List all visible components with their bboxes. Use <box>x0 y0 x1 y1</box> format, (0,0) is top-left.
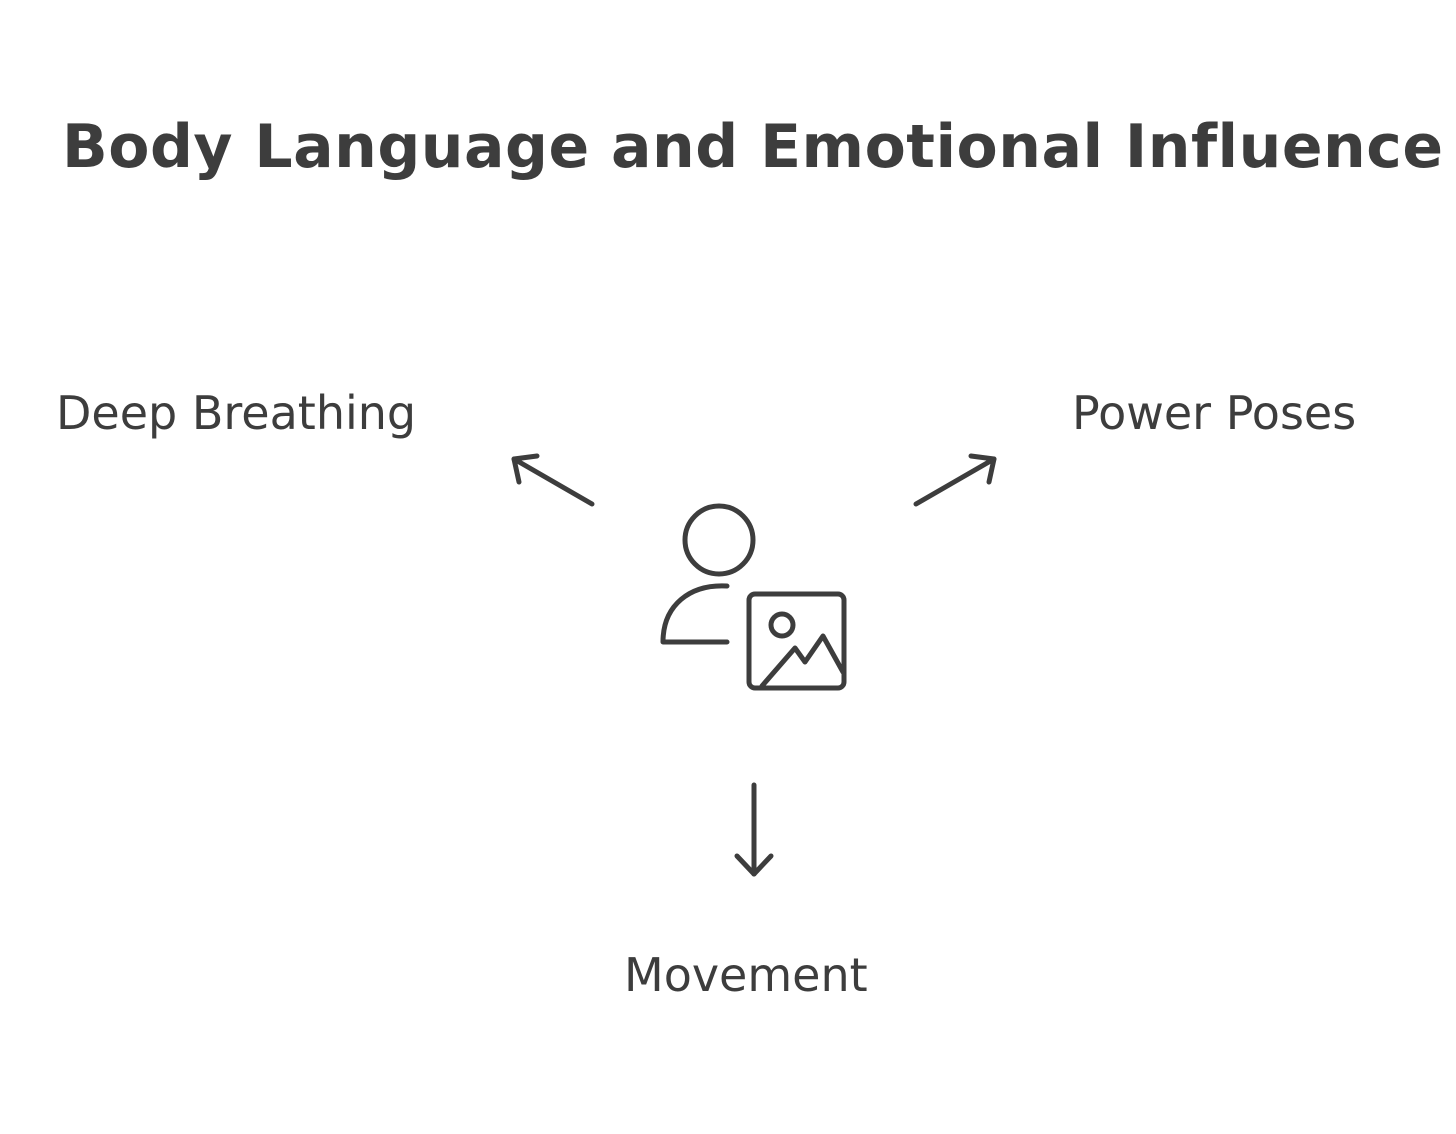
arrow-to-power-poses <box>913 453 997 507</box>
node-movement: Movement <box>624 948 868 1002</box>
arrow-to-deep-breathing <box>511 453 595 507</box>
image-icon <box>746 591 847 691</box>
diagram-title: Body Language and Emotional Influence <box>62 112 1444 182</box>
node-deep-breathing: Deep Breathing <box>56 386 417 440</box>
node-power-poses: Power Poses <box>1072 386 1357 440</box>
arrow-to-movement <box>734 782 774 877</box>
person-with-image-icon <box>660 503 847 691</box>
person-icon <box>660 503 756 645</box>
